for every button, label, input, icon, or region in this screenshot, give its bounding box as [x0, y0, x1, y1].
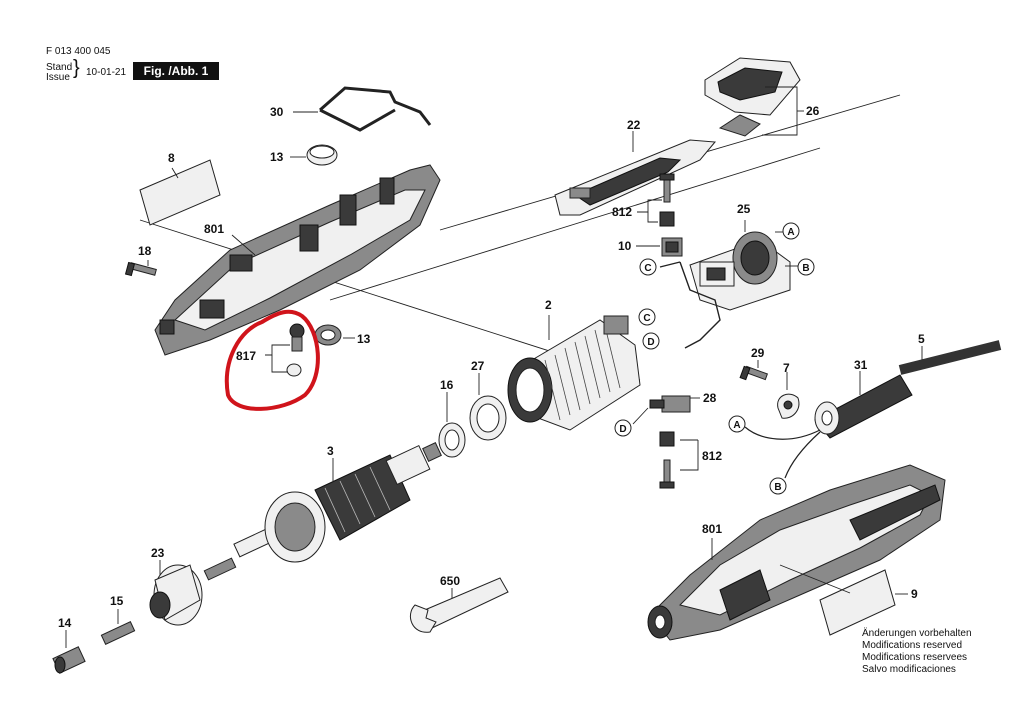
ref-circle-D-low: D [614, 419, 632, 437]
label-812-bottom: 812 [702, 449, 722, 463]
note-line: Änderungen vorbehalten [862, 628, 972, 639]
issue-label: Issue [46, 72, 70, 83]
issue-date: 10-01-21 [86, 67, 127, 78]
label-18: 18 [138, 244, 152, 258]
label-13-top: 13 [270, 150, 284, 164]
ref-circle-A-top: A [782, 222, 800, 240]
label-812-top: 812 [612, 205, 632, 219]
stator-2 [507, 315, 641, 431]
collet-nut-23 [149, 564, 203, 626]
switch-knob-26 [704, 57, 801, 137]
label-3: 3 [327, 444, 334, 458]
label-14: 14 [58, 616, 72, 630]
label-31: 31 [854, 358, 868, 372]
brush-812-lower [659, 431, 675, 489]
label-30: 30 [270, 105, 284, 119]
label-801-bottom: 801 [702, 522, 722, 536]
part-817 [286, 323, 305, 377]
figure-title: Fig. /Abb. 1 [133, 62, 219, 80]
highlight-circle [224, 309, 320, 411]
label-5: 5 [918, 332, 925, 346]
svg-text:B: B [802, 263, 809, 274]
guide-line [329, 147, 821, 301]
housing-half-801 [154, 164, 441, 356]
brush-holder-28 [649, 395, 691, 413]
cable-clamp-7 [777, 393, 800, 419]
ref-circle-C-mid: C [638, 308, 656, 326]
svg-text:D: D [619, 424, 626, 435]
brush-holder-10 [661, 237, 683, 257]
label-22: 22 [627, 118, 641, 132]
electronics-module-25 [689, 231, 791, 311]
switch-slider-22 [554, 139, 717, 216]
note-line: Modifications reserved [862, 640, 963, 651]
ref-circle-B-low: B [769, 477, 787, 495]
svg-text:B: B [774, 482, 781, 493]
bearing-27 [469, 395, 507, 441]
label-28: 28 [703, 391, 717, 405]
label-10: 10 [618, 239, 632, 253]
ref-circle-A-low: A [728, 415, 746, 433]
label-sheet-9 [819, 569, 896, 636]
label-9: 9 [911, 587, 918, 601]
brush-812-upper [659, 173, 675, 227]
clip-30 [319, 86, 432, 126]
assembled-tool-801 [647, 464, 946, 641]
collet-15 [100, 621, 136, 645]
label-16: 16 [440, 378, 454, 392]
label-13-bottom: 13 [357, 332, 371, 346]
stand-label: Stand [46, 62, 73, 73]
brace: } [73, 57, 80, 79]
ref-circle-C-top: C [639, 258, 657, 276]
label-817: 817 [236, 349, 256, 363]
modification-notes: Änderungen vorbehalten Modifications res… [862, 628, 972, 676]
cap-13-bottom [314, 324, 342, 346]
armature-3 [203, 442, 442, 581]
screw-18 [124, 261, 157, 277]
screw-29 [739, 365, 769, 381]
label-25: 25 [737, 202, 751, 216]
svg-text:D: D [647, 337, 654, 348]
note-line: Salvo modificaciones [862, 664, 956, 675]
label-2: 2 [545, 298, 552, 312]
svg-text:C: C [643, 313, 650, 324]
label-27: 27 [471, 359, 485, 373]
power-cable-5 [898, 340, 1002, 375]
ref-circle-B-top: B [797, 258, 815, 276]
label-7: 7 [783, 361, 790, 375]
label-15: 15 [110, 594, 124, 608]
label-26: 26 [806, 104, 820, 118]
label-sheet-8 [139, 159, 221, 226]
nut-14 [52, 646, 86, 674]
svg-text:A: A [733, 420, 740, 431]
part-number: F 013 400 045 [46, 46, 111, 57]
label-23: 23 [151, 546, 165, 560]
svg-text:C: C [644, 263, 651, 274]
note-line: Modifications reservees [862, 652, 968, 663]
svg-text:A: A [787, 227, 794, 238]
ref-circle-D-mid: D [642, 332, 660, 350]
strain-relief-31 [814, 374, 913, 439]
wrench-650 [410, 577, 509, 633]
label-650: 650 [440, 574, 460, 588]
label-801-top: 801 [204, 222, 224, 236]
cap-13-top [306, 144, 338, 166]
label-8: 8 [168, 151, 175, 165]
bearing-16 [438, 422, 466, 458]
label-29: 29 [751, 346, 765, 360]
